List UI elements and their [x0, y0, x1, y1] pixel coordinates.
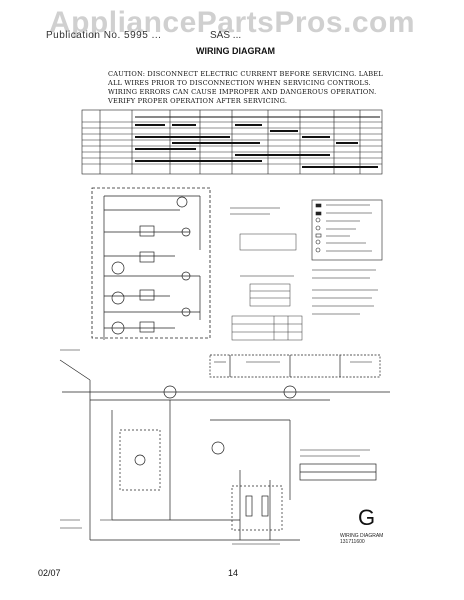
control-circuit-lines — [103, 195, 201, 340]
timer-sequence-chart — [81, 109, 383, 175]
model-number: SAS ... — [210, 30, 242, 41]
legend-text-lines — [230, 204, 378, 315]
control-module-outline — [91, 187, 211, 339]
caution-line: VERIFY PROPER OPERATION AFTER SERVICING. — [108, 97, 288, 105]
part-number-line: 131711600 — [340, 539, 365, 545]
caution-notice: CAUTION: DISCONNECT ELECTRIC CURRENT BEF… — [108, 70, 388, 106]
page-title: WIRING DIAGRAM — [196, 46, 275, 56]
footer-date: 02/07 — [38, 568, 61, 578]
caution-line: ALL WIRES PRIOR TO DISCONNECTION WHEN SE… — [108, 79, 371, 87]
component-symbols — [111, 196, 191, 335]
publication-number: Publication No. 5995 ... — [46, 30, 162, 41]
switch-tables — [231, 233, 303, 341]
part-number-line: WIRING DIAGRAM — [340, 533, 384, 539]
power-circuit — [59, 354, 390, 541]
legend-box — [311, 199, 383, 261]
caution-line: CAUTION: DISCONNECT ELECTRIC CURRENT BEF… — [108, 70, 383, 78]
page-number: 14 — [228, 568, 239, 578]
caution-line: WIRING ERRORS CAN CAUSE IMPROPER AND DAN… — [108, 88, 377, 96]
timer-chart-bars — [135, 116, 380, 168]
diagram-part-number: WIRING DIAGRAM 131711600 — [340, 533, 383, 545]
circuit-labels — [60, 349, 372, 545]
watermark: AppliancePartsPros.com — [48, 6, 416, 39]
diagram-letter: G — [358, 505, 376, 530]
